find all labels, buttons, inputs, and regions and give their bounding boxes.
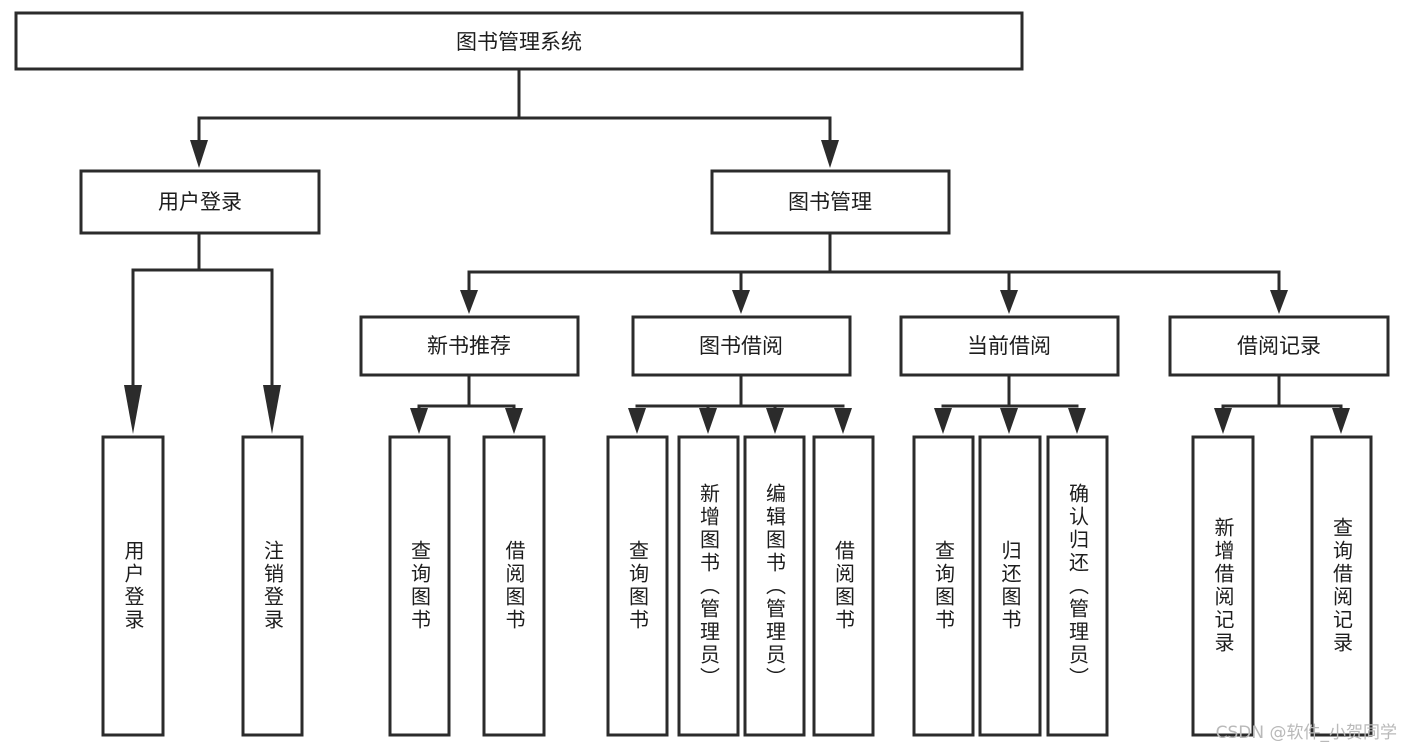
connector-group-user-login <box>124 231 281 434</box>
node-current-borrow-box[interactable] <box>899 315 1120 377</box>
arrow-head-borrow-record <box>1270 290 1288 314</box>
leaf-add-record-box[interactable] <box>1191 435 1255 737</box>
arrow-head-leaf-borrow-book-1 <box>505 408 523 434</box>
connector-user-login-right <box>197 268 274 387</box>
node-current-borrow[interactable]: 当前借阅 <box>899 315 1120 377</box>
node-book-manage[interactable]: 图书管理 <box>710 169 951 235</box>
arrow-head-leaf-edit-book <box>766 408 784 434</box>
leaf-query-record-box[interactable] <box>1310 435 1373 737</box>
arrow-head-leaf-borrow-book-2 <box>834 408 852 434</box>
node-new-book-rec[interactable]: 新书推荐 <box>359 315 580 377</box>
leaf-logout-box[interactable] <box>241 435 304 737</box>
leaf-borrow-book-2-box[interactable] <box>812 435 875 737</box>
leaf-user-login-box[interactable] <box>101 435 165 737</box>
node-user-login-box[interactable] <box>79 169 321 235</box>
node-root-box[interactable] <box>14 11 1024 71</box>
node-book-borrow[interactable]: 图书借阅 <box>631 315 852 377</box>
connector-group-book-borrow <box>628 373 852 434</box>
arrow-head-leaf-return-book <box>1000 408 1018 434</box>
arrow-head-leaf-logout <box>263 385 281 434</box>
node-root[interactable]: 图书管理系统 <box>14 11 1024 71</box>
leaf-query-book-1-box[interactable] <box>388 435 451 737</box>
connector-user-login-stem <box>131 231 201 387</box>
node-borrow-record[interactable]: 借阅记录 <box>1168 315 1390 377</box>
arrow-head-book-manage <box>821 140 839 168</box>
arrow-head-leaf-add-book <box>699 408 717 434</box>
node-book-borrow-label: 图书借阅 <box>699 334 783 358</box>
leaf-return-book-box[interactable] <box>978 435 1042 737</box>
arrow-head-current-borrow <box>1000 290 1018 314</box>
arrow-head-leaf-query-book-2 <box>628 408 646 434</box>
node-user-login-label: 用户登录 <box>158 190 242 214</box>
node-current-borrow-label: 当前借阅 <box>967 334 1051 358</box>
connector-group-borrow-record <box>1214 373 1350 434</box>
node-root-label: 图书管理系统 <box>456 30 582 54</box>
arrow-head-book-borrow <box>732 290 750 314</box>
arrow-head-leaf-query-book-3 <box>934 408 952 434</box>
connector-group-book-manage <box>460 231 1288 314</box>
connector-group-current-borrow <box>934 373 1086 434</box>
watermark-text: CSDN @软件_小贺同学 <box>1215 723 1397 743</box>
connector-group-new-book-rec <box>410 373 523 434</box>
leaf-query-book-2-box[interactable] <box>606 435 669 737</box>
arrow-head-leaf-confirm-return <box>1068 408 1086 434</box>
leaf-boxes <box>101 435 1373 737</box>
node-new-book-rec-label: 新书推荐 <box>427 334 511 358</box>
node-user-login[interactable]: 用户登录 <box>79 169 321 235</box>
arrow-head-leaf-add-record <box>1214 408 1232 434</box>
leaf-query-book-3-box[interactable] <box>912 435 975 737</box>
connector-group-root <box>190 67 839 168</box>
arrow-head-new-book-rec <box>460 290 478 314</box>
arrow-head-leaf-user-login <box>124 385 142 434</box>
node-new-book-rec-box[interactable] <box>359 315 580 377</box>
node-book-manage-box[interactable] <box>710 169 951 235</box>
leaf-confirm-return-box[interactable] <box>1046 435 1109 737</box>
arrow-head-leaf-query-record <box>1332 408 1350 434</box>
leaf-add-book-box[interactable] <box>677 435 740 737</box>
node-book-borrow-box[interactable] <box>631 315 852 377</box>
arrow-head-user-login <box>190 140 208 168</box>
node-borrow-record-box[interactable] <box>1168 315 1390 377</box>
node-book-manage-label: 图书管理 <box>788 190 872 214</box>
arrow-head-leaf-query-book-1 <box>410 408 428 434</box>
leaf-borrow-book-1-box[interactable] <box>482 435 546 737</box>
leaf-edit-book-box[interactable] <box>743 435 806 737</box>
node-borrow-record-label: 借阅记录 <box>1237 334 1321 358</box>
